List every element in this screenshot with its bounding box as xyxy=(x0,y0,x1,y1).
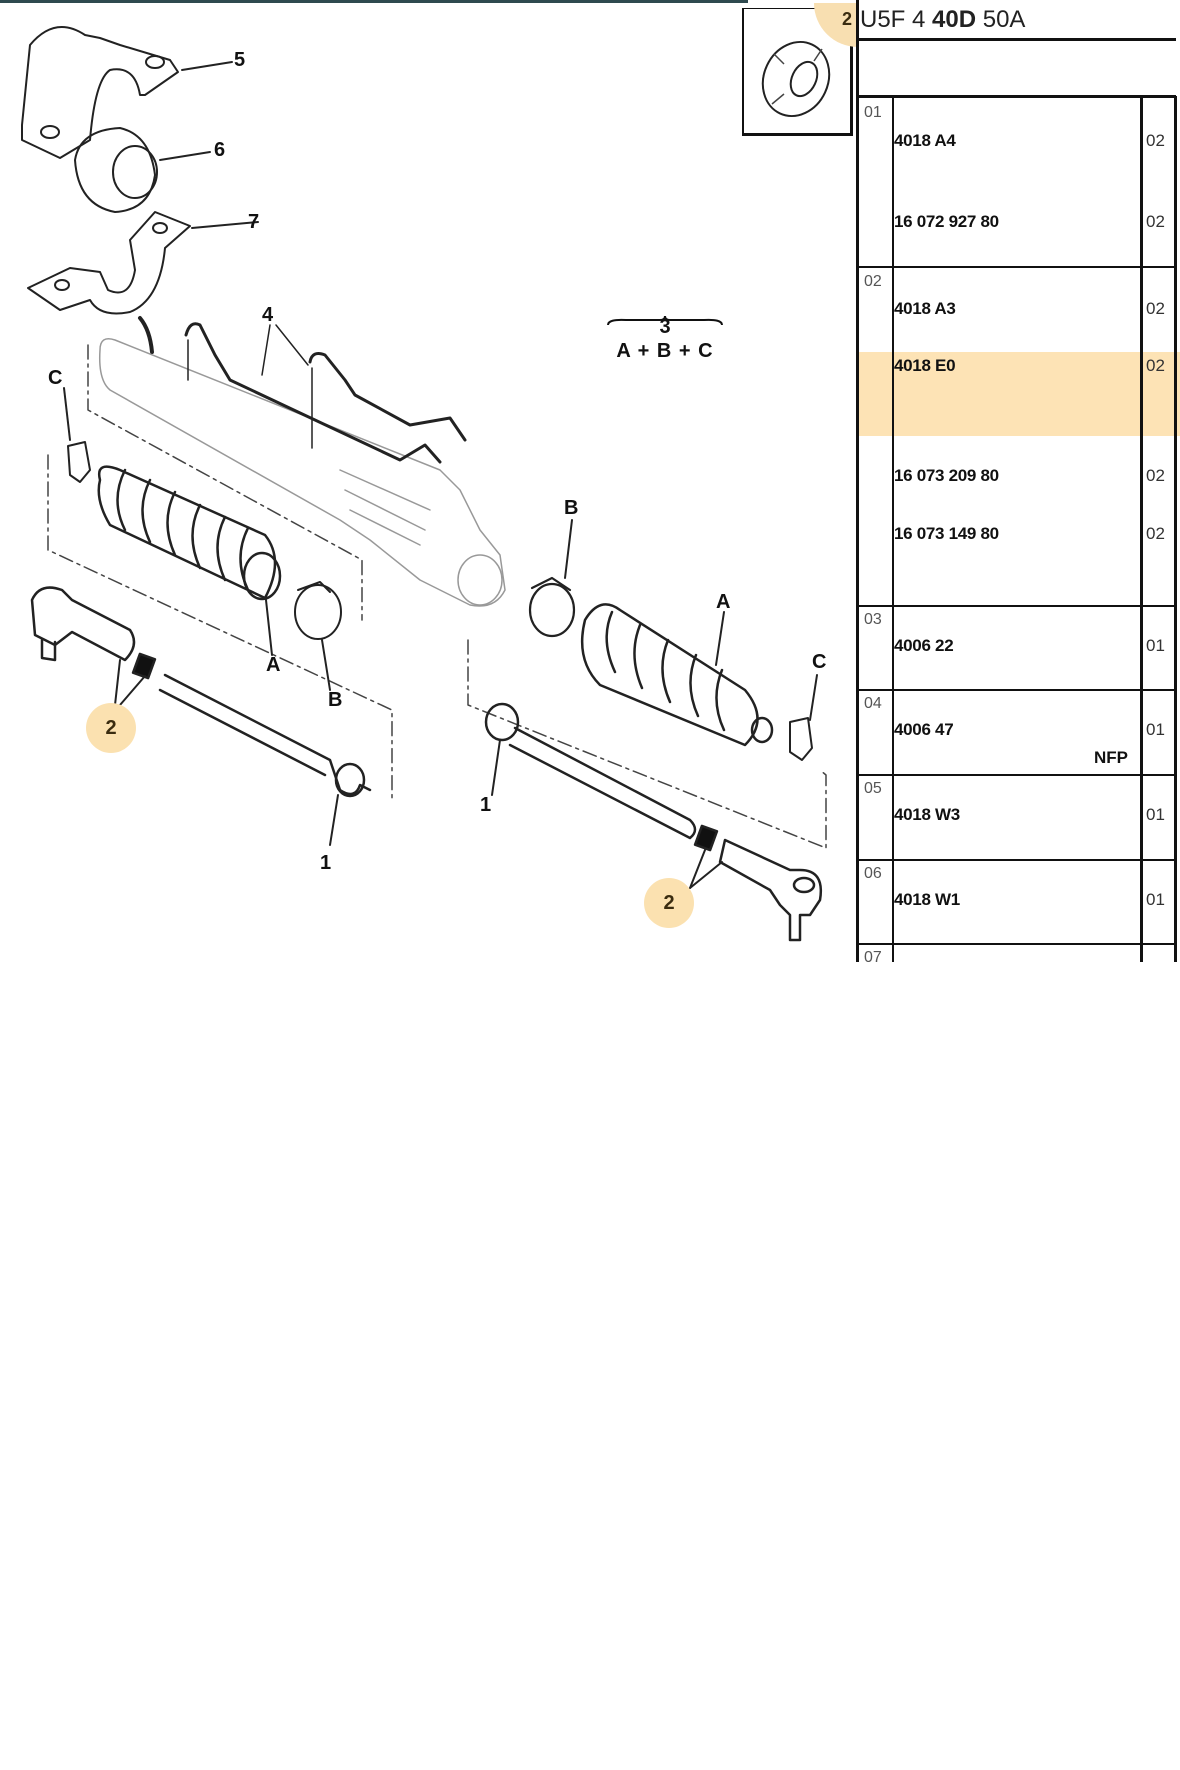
quantity: 02 xyxy=(1146,131,1165,150)
left-tie-rod-end-icon xyxy=(30,586,157,680)
row-ref: 04 xyxy=(864,695,882,712)
part-number[interactable]: 16 073 209 80 xyxy=(894,466,999,485)
part-number-highlighted[interactable]: 4018 E0 xyxy=(894,356,956,375)
quantity: 02 xyxy=(1146,466,1165,485)
callout-a-right: A xyxy=(716,591,731,613)
highlighted-row xyxy=(856,352,1180,436)
quantity: 01 xyxy=(1146,636,1165,655)
kit-formula: A + B + C xyxy=(616,340,714,362)
row-ref: 05 xyxy=(864,780,882,797)
quantity: 01 xyxy=(1146,720,1165,739)
left-clamp-b-icon xyxy=(294,581,342,640)
callout-b-left: B xyxy=(328,689,343,711)
row-ref: 07 xyxy=(864,949,882,962)
part-number[interactable]: 16 073 149 80 xyxy=(894,524,999,543)
table-right-border xyxy=(1174,96,1177,962)
table-left-border xyxy=(856,0,859,962)
quantity: 02 xyxy=(1146,212,1165,231)
right-clamp-b-icon xyxy=(528,576,576,638)
callout-6: 6 xyxy=(214,139,226,161)
callout-a-left: A xyxy=(266,654,281,676)
quantity: 02 xyxy=(1146,356,1165,375)
kit-callout: 3 A + B + C xyxy=(606,316,724,363)
quantity: 01 xyxy=(1146,890,1165,909)
title-bold: 40D xyxy=(932,6,977,33)
callout-7: 7 xyxy=(248,211,260,233)
upper-clamp-icon xyxy=(21,26,233,159)
part-number[interactable]: 4006 47 xyxy=(894,720,954,739)
lower-bracket-icon xyxy=(27,211,259,354)
callout-2-right: 2 xyxy=(663,891,675,914)
right-inner-tie-rod-icon xyxy=(484,702,697,840)
part-number[interactable]: 4006 22 xyxy=(894,636,954,655)
callout-b-right: B xyxy=(564,497,579,519)
callout-2-right-badge: 2 xyxy=(644,878,694,928)
callout-5: 5 xyxy=(234,49,246,71)
row-divider xyxy=(856,859,1176,861)
qty-column-border xyxy=(1140,96,1143,962)
hydraulic-pipes-icon xyxy=(184,322,467,464)
row-ref-cutoff: 07 xyxy=(856,945,892,962)
row-divider xyxy=(856,266,1176,268)
callout-c-left: C xyxy=(48,367,63,389)
callout-2-left-badge: 2 xyxy=(86,703,136,753)
part-number[interactable]: 4018 W3 xyxy=(894,805,960,824)
row-ref: 01 xyxy=(864,104,882,121)
hex-nut-icon xyxy=(761,41,831,117)
part-number[interactable]: 4018 A4 xyxy=(894,131,956,150)
top-rule xyxy=(0,0,748,3)
row-divider xyxy=(856,774,1176,776)
quantity: 01 xyxy=(1146,805,1165,824)
part-number[interactable]: 16 072 927 80 xyxy=(894,212,999,231)
title-divider xyxy=(856,38,1176,41)
right-tie-rod-end-icon xyxy=(693,824,823,942)
diagram-reference-title: U5F 4 40D 50A xyxy=(860,6,1025,34)
nfp-note: NFP xyxy=(1094,748,1128,767)
parts-table: U5F 4 40D 50A 01 4018 A4 02 16 072 927 8… xyxy=(856,0,1180,962)
rack-housing-icon xyxy=(98,338,506,607)
part-number[interactable]: 4018 W1 xyxy=(894,890,960,909)
row-divider xyxy=(856,605,1176,607)
brace-icon xyxy=(607,316,723,326)
bushing-icon xyxy=(74,127,211,213)
row-ref: 06 xyxy=(864,865,882,882)
steering-rack-illustration xyxy=(21,26,827,942)
row-divider xyxy=(856,943,1176,945)
title-suffix: 50A xyxy=(976,6,1026,33)
inset-nut-box: 2 xyxy=(742,3,858,136)
quantity: 02 xyxy=(1146,524,1165,543)
row-ref: 03 xyxy=(864,611,882,628)
ref-column-border xyxy=(892,96,894,962)
part-number[interactable]: 4018 A3 xyxy=(894,299,956,318)
header-divider xyxy=(856,95,1176,98)
left-clip-c-icon xyxy=(67,441,91,483)
right-assembly-outline xyxy=(467,639,827,849)
exploded-diagram: 5 6 7 4 C A B 1 2 B A C 1 2 3 A + B + C xyxy=(0,0,850,962)
left-assembly-outline xyxy=(47,344,393,801)
callout-c-right: C xyxy=(812,651,827,673)
right-boot-icon xyxy=(580,603,774,747)
callout-4: 4 xyxy=(262,304,274,326)
callout-1-left: 1 xyxy=(320,852,332,874)
callout-1-right: 1 xyxy=(480,794,492,816)
kit-number: 3 xyxy=(659,316,671,338)
callout-2-left: 2 xyxy=(105,716,117,739)
row-divider xyxy=(856,689,1176,691)
row-ref: 02 xyxy=(864,273,882,290)
left-boot-icon xyxy=(97,465,282,601)
quantity: 02 xyxy=(1146,299,1165,318)
title-prefix: U5F 4 xyxy=(860,6,933,33)
inset-badge-label: 2 xyxy=(841,9,852,29)
right-clip-c-icon xyxy=(789,717,813,761)
left-inner-tie-rod-icon xyxy=(158,673,372,798)
